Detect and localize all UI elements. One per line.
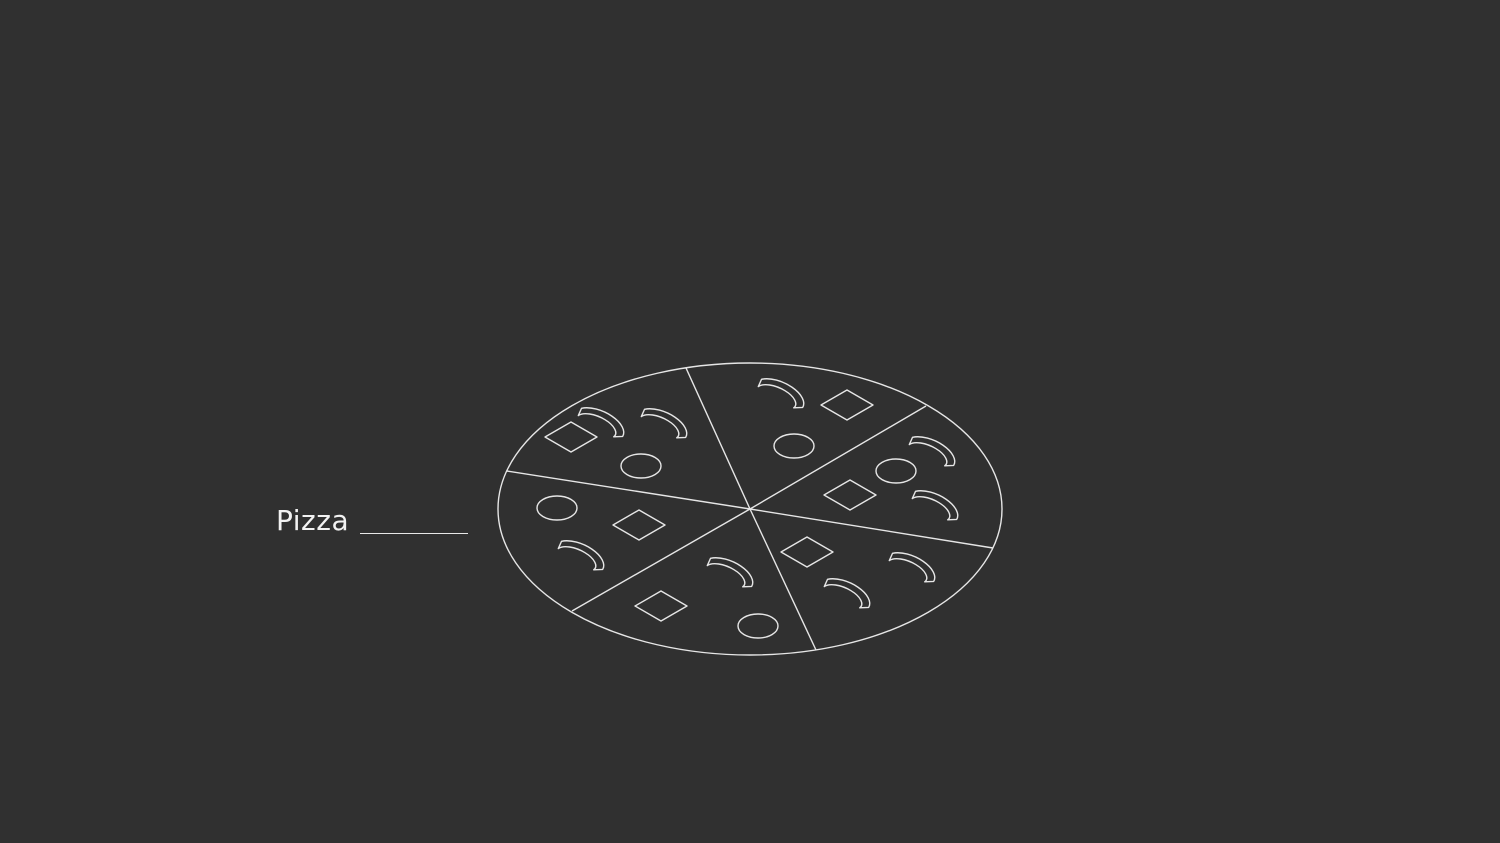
- crescent-topping: [911, 490, 959, 521]
- crescent-topping: [888, 552, 936, 583]
- circle-topping: [875, 458, 917, 484]
- diamond-topping: [544, 421, 598, 453]
- diamond-topping: [634, 590, 688, 622]
- cut-line: [749, 508, 994, 549]
- crescent-topping: [577, 407, 625, 438]
- crescent-topping: [823, 578, 871, 609]
- diamond-topping: [780, 536, 834, 568]
- circle-topping: [536, 495, 578, 521]
- crescent-topping: [557, 540, 605, 571]
- circle-toppings: [536, 433, 917, 639]
- diamond-topping: [612, 509, 666, 541]
- crescent-topping: [640, 408, 688, 439]
- circle-topping: [737, 613, 779, 639]
- crescent-topping: [757, 378, 805, 409]
- diamond-toppings: [544, 389, 877, 622]
- answer-blank-line: [360, 533, 469, 534]
- diamond-topping: [820, 389, 874, 421]
- pizza-caption: Pizza: [276, 494, 469, 538]
- cut-line: [749, 405, 927, 510]
- circle-topping: [620, 453, 662, 479]
- crescent-toppings: [557, 378, 959, 609]
- diamond-topping: [823, 479, 877, 511]
- cut-line: [506, 470, 751, 510]
- crescent-topping: [908, 436, 956, 467]
- cut-line: [749, 508, 817, 651]
- slice-cuts: [506, 367, 994, 651]
- cut-line: [571, 508, 751, 612]
- circle-topping: [773, 433, 815, 459]
- cut-line: [685, 367, 751, 510]
- pizza-label: Pizza: [276, 504, 350, 537]
- pizza-rim: [497, 362, 1003, 656]
- crescent-topping: [706, 557, 754, 588]
